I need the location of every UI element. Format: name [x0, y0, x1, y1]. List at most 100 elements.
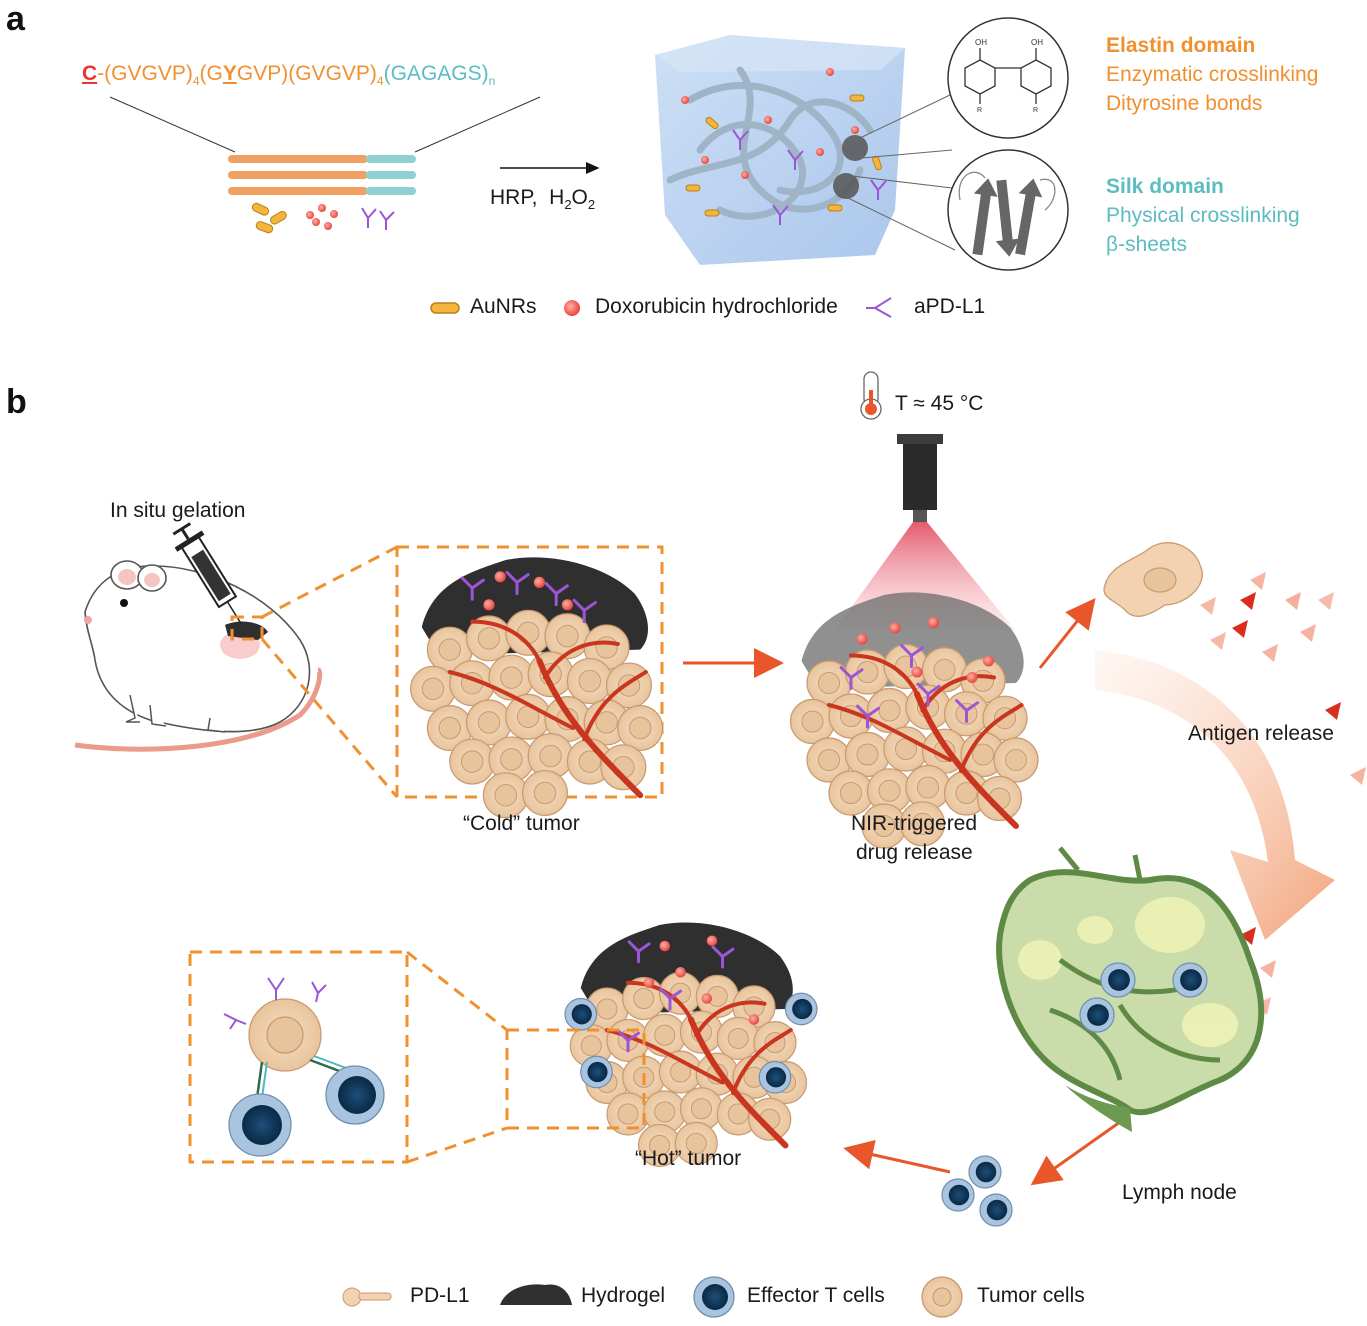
seq-sub2: 4: [376, 74, 384, 89]
aunrs-cluster: [251, 202, 287, 234]
tumor-cell-nucleus: [460, 750, 484, 773]
mouse-illustration: [74, 560, 323, 752]
antigen-fragment: [1325, 702, 1341, 720]
t-cell-nucleus: [1180, 969, 1202, 991]
svg-text:R: R: [977, 107, 982, 114]
tumor-cell-nucleus: [494, 783, 518, 807]
legend-pdl1: PD-L1: [410, 1284, 470, 1307]
blood-vessel: [849, 653, 919, 696]
h2o2-h: H: [549, 186, 565, 209]
h2o2-o: O: [571, 186, 588, 209]
dox-particle: [706, 935, 718, 946]
legend-t-cells: Effector T cells: [747, 1284, 885, 1307]
tumor-cell-nucleus: [839, 781, 863, 805]
tumor-cell-nucleus: [477, 711, 501, 734]
tumor-cell-nucleus: [539, 744, 562, 768]
dityrosine-inset: OH OH R R: [947, 17, 1069, 139]
svg-text:OH: OH: [1031, 38, 1043, 47]
antigen-release-label: Antigen release: [1188, 722, 1334, 745]
tumor-cell-nucleus: [477, 627, 501, 650]
arrow-nir-to-antigen: [1038, 597, 1096, 669]
elastin-line2: Dityrosine bonds: [1106, 92, 1263, 115]
t-cell-nucleus: [792, 998, 813, 1020]
legend-dox: Doxorubicin hydrochloride: [595, 295, 838, 318]
lymph-node-t-cells: [1079, 962, 1208, 1033]
elastin-title: Elastin domain: [1106, 34, 1256, 57]
peptide-sequence: C-(GVGVP)4(GYGVP)(GVGVP)4(GAGAGS)n: [82, 62, 495, 88]
tumor-cell-nucleus: [438, 716, 462, 740]
blood-vessel: [536, 657, 644, 799]
antibody: [627, 940, 651, 964]
zoom-lines-hot: [188, 950, 646, 1164]
seq-part3: GVP)(GVGVP): [236, 62, 377, 85]
aunr-legend-icon: [430, 302, 460, 314]
dox-particle: [483, 599, 495, 611]
antibody: [572, 598, 597, 624]
beta-sheet-inset: [947, 149, 1069, 271]
tumor-cell-nucleus: [955, 781, 978, 805]
antibody: [900, 644, 924, 668]
t-cell-legend-icon: [693, 1276, 735, 1318]
t-cell-nucleus: [975, 1161, 997, 1183]
apdl1-legend-icon: [866, 297, 892, 318]
blood-vessel: [626, 980, 693, 1022]
tumor-cell-nucleus: [727, 1027, 749, 1049]
dox-particle: [659, 940, 670, 952]
tumor-cell-nucleus: [872, 814, 896, 838]
blood-vessel: [447, 670, 575, 730]
h2o2-sub-b: 2: [587, 197, 596, 213]
hot-tumor-illustration: [564, 922, 818, 1168]
antigen-fragment: [1262, 644, 1278, 662]
blood-vessel: [694, 1000, 767, 1038]
tumor-cell-legend-icon: [921, 1276, 963, 1318]
blood-vessel: [470, 619, 542, 663]
seq-part1: (GVGVP): [104, 62, 193, 85]
tumor-cell-nucleus: [533, 781, 557, 805]
seq-dash: -: [97, 62, 105, 85]
pdl1-binding-inset: [223, 977, 385, 1157]
antigen-fragment: [1318, 592, 1334, 610]
dox-particle: [675, 967, 686, 978]
t-cell-nucleus: [571, 1004, 592, 1025]
dox-particle: [533, 576, 546, 589]
t-cell-nucleus: [765, 1067, 787, 1088]
cold-tumor-illustration: [410, 557, 664, 819]
legend-apdl1: aPD-L1: [914, 295, 986, 318]
svg-text:OH: OH: [975, 38, 987, 47]
blood-vessel: [731, 1028, 793, 1095]
sequence-zoom-lines: [109, 96, 541, 153]
seq-sub1: 4: [192, 74, 200, 89]
dox-particle: [889, 622, 901, 634]
tumor-cell-nucleus: [500, 666, 523, 689]
seq-cysteine: C: [82, 62, 98, 85]
syringe-icon: [172, 522, 243, 626]
tumor-cell-nucleus: [654, 1101, 676, 1123]
tumor-cell-nucleus: [516, 621, 540, 645]
panel-b-label: b: [6, 383, 27, 421]
dox-legend-icon: [564, 300, 580, 316]
tumor-cell-nucleus: [916, 776, 940, 799]
antigen-fragment: [1260, 960, 1276, 978]
pdl1-legend-icon: [342, 1287, 392, 1307]
legend-aunrs: AuNRs: [470, 295, 537, 318]
dying-tumor-cell: [1103, 542, 1203, 617]
protein-chains: [228, 155, 416, 195]
seq-subn: n: [488, 74, 496, 89]
tumor-cell-nucleus: [1004, 748, 1028, 772]
silk-line2: β-sheets: [1106, 233, 1187, 256]
t-cell-nucleus: [1108, 969, 1130, 991]
antibody: [856, 704, 880, 729]
tumor-cell-nucleus: [633, 987, 655, 1010]
dox-particle: [701, 993, 712, 1004]
tumor-cell-nucleus: [628, 716, 652, 740]
tumor-cell-nucleus: [971, 743, 995, 766]
tumor-cell-nucleus: [500, 748, 523, 771]
tumor-cell-nucleus: [878, 699, 901, 722]
dox-particle: [928, 617, 939, 628]
tumor-cell-nucleus: [421, 677, 445, 701]
nir-label-line1: NIR-triggered: [851, 812, 978, 835]
dox-particle: [966, 672, 978, 683]
tumor-cell-nucleus: [727, 1103, 749, 1125]
seq-silk: (GAGAGS): [383, 62, 489, 85]
